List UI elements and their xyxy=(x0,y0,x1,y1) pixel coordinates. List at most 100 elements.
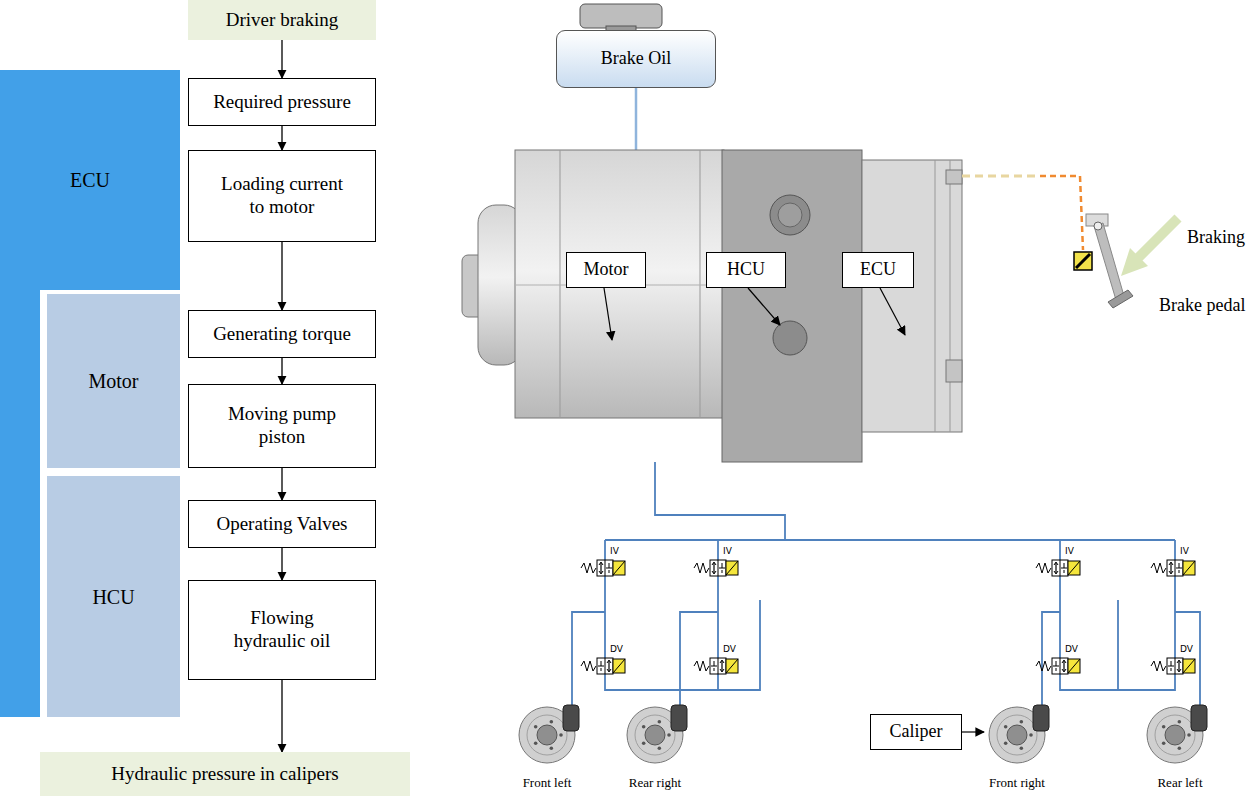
end-box: Hydraulic pressure in calipers xyxy=(40,752,410,796)
ecu-block xyxy=(950,160,951,432)
solenoid-valve xyxy=(1062,660,1066,672)
solenoid-valve xyxy=(581,560,625,576)
hcu-block xyxy=(778,203,802,227)
hydraulic-line xyxy=(1175,540,1200,705)
caliper-disc xyxy=(658,720,662,724)
wheel-label: Rear left xyxy=(1156,776,1203,790)
solenoid-valve xyxy=(1178,661,1179,671)
solenoid-valve xyxy=(581,658,625,674)
caliper-disc xyxy=(550,720,554,724)
caliper-disc xyxy=(559,733,563,737)
ecu-block xyxy=(862,160,962,432)
brake-pedal xyxy=(1094,222,1102,230)
solenoid-valve xyxy=(694,661,709,671)
caliper-disc xyxy=(1033,705,1049,731)
braking-arrow xyxy=(1121,248,1148,276)
solenoid-valve xyxy=(581,563,596,573)
solenoid-valve xyxy=(606,563,612,573)
motor-body xyxy=(560,150,561,418)
flow-arrow xyxy=(281,548,282,580)
callout-box: ECU xyxy=(842,252,914,288)
solenoid-valve xyxy=(1036,563,1051,573)
callout-box: Motor xyxy=(566,252,646,288)
caliper-disc xyxy=(1007,725,1027,745)
motor-body xyxy=(462,150,724,418)
ecu-block xyxy=(935,160,936,432)
solenoid-valve xyxy=(1151,563,1166,573)
solenoid-valve xyxy=(1183,561,1195,575)
process-box: Loading current to motor xyxy=(188,150,376,242)
valve-label: DV xyxy=(1179,645,1194,655)
flow-arrow xyxy=(281,40,282,78)
solenoid-valve xyxy=(1068,659,1080,673)
callout-box: Caliper xyxy=(870,714,962,750)
pedal-sensor xyxy=(1040,176,1083,250)
leader-line xyxy=(748,288,780,325)
node-text: Hydraulic pressure in calipers xyxy=(111,763,338,786)
solenoid-valve xyxy=(598,661,604,671)
caliper-disc xyxy=(519,705,579,763)
solenoid-valve xyxy=(1068,561,1080,575)
caliper-disc xyxy=(1165,725,1185,745)
node-text: Required pressure xyxy=(213,91,351,114)
solenoid-valve xyxy=(1061,563,1067,573)
solenoid-valve xyxy=(613,659,625,673)
solenoid-valve xyxy=(719,563,725,573)
caliper-disc xyxy=(1147,705,1207,763)
solenoid-valve xyxy=(1054,562,1058,574)
oil-line xyxy=(635,88,638,150)
start-box: Driver braking xyxy=(188,0,376,40)
caliper-disc xyxy=(1020,720,1024,724)
solenoid-valve xyxy=(1068,561,1080,575)
ecu-block xyxy=(862,160,962,432)
process-box: Moving pump piston xyxy=(188,384,376,468)
hydraulic-line xyxy=(655,462,785,540)
process-box: Flowing hydraulic oil xyxy=(188,580,376,680)
valve-label: IV xyxy=(1064,547,1075,557)
node-text: ECU xyxy=(70,168,110,192)
brake-pedal xyxy=(1108,290,1133,308)
node-text: HCU xyxy=(92,585,134,609)
solenoid-valve xyxy=(613,561,625,575)
process-box: Operating Valves xyxy=(188,500,376,548)
hcu-block xyxy=(770,195,810,235)
leader-line xyxy=(604,288,612,340)
solenoid-valve xyxy=(597,560,613,576)
solenoid-valve xyxy=(1052,658,1068,674)
node-text: Generating torque xyxy=(213,323,351,346)
valve-label: DV xyxy=(1064,645,1079,655)
solenoid-valve xyxy=(1060,658,1061,674)
pedal-sensor xyxy=(962,175,1040,178)
motor-body xyxy=(515,150,724,418)
solenoid-valve xyxy=(694,560,738,576)
solenoid-valve xyxy=(1151,560,1195,576)
solenoid-valve xyxy=(710,658,726,674)
solenoid-valve xyxy=(581,560,1195,674)
caliper-disc xyxy=(658,747,662,751)
part-label: Brake pedal xyxy=(1158,296,1246,316)
solenoid-valve xyxy=(720,660,724,672)
hydraulic-line xyxy=(680,540,718,705)
solenoid-valve xyxy=(713,563,714,573)
caliper-disc xyxy=(667,733,671,737)
solenoid-valve xyxy=(712,562,716,574)
solenoid-valve xyxy=(605,658,606,674)
caliper-disc xyxy=(550,747,554,751)
solenoid-valve xyxy=(1175,560,1176,576)
solenoid-valve xyxy=(1183,659,1195,673)
pedal-sensor xyxy=(1074,252,1092,270)
valve-label: IV xyxy=(1179,547,1190,557)
caliper-disc xyxy=(537,725,557,745)
flow-arrow xyxy=(281,680,282,752)
reservoir-cap xyxy=(580,4,662,28)
caliper-disc xyxy=(1004,741,1008,745)
group-band: HCU xyxy=(47,476,180,717)
node-text: Moving pump piston xyxy=(220,403,345,449)
solenoid-valve xyxy=(600,563,601,573)
leader-line xyxy=(880,288,905,335)
solenoid-valve xyxy=(1036,661,1051,671)
solenoid-valve xyxy=(1170,563,1171,573)
caliper-disc xyxy=(1020,747,1024,751)
solenoid-valve xyxy=(1151,658,1195,674)
solenoid-valve xyxy=(726,561,738,575)
